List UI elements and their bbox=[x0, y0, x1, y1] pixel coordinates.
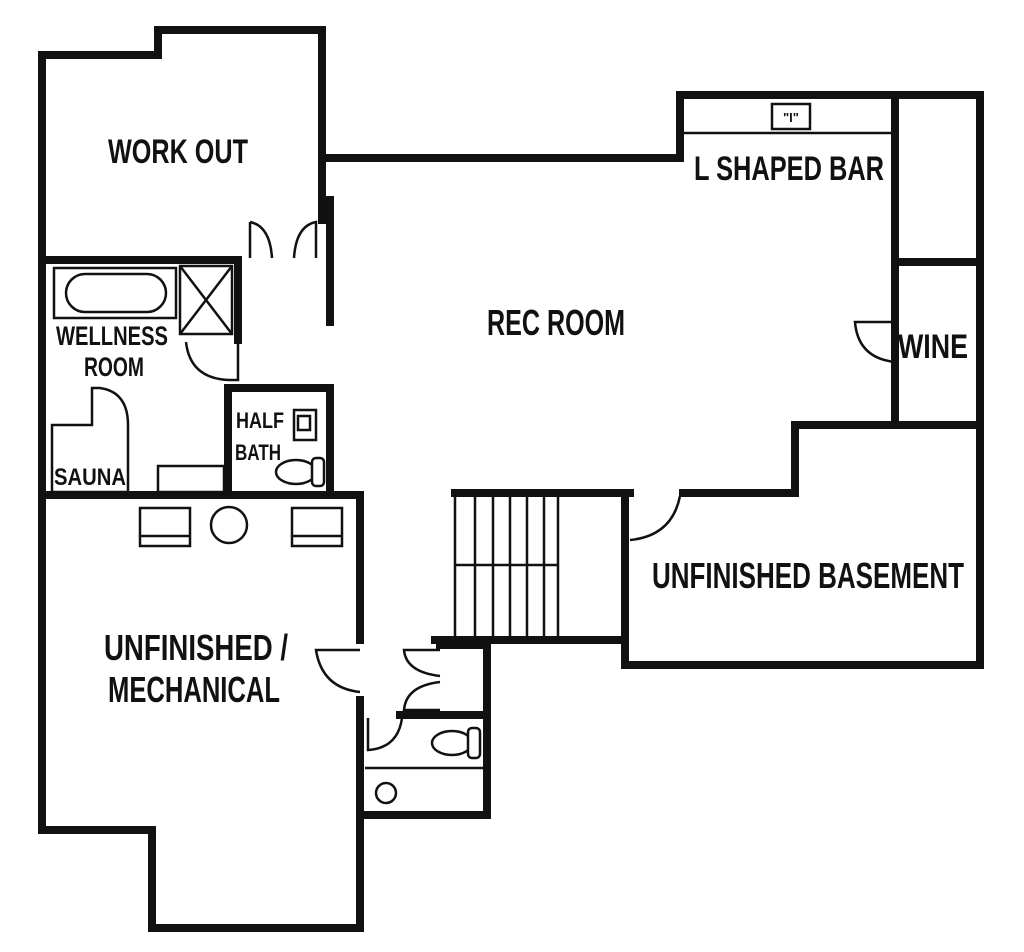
mechanical-top-wall bbox=[38, 491, 364, 644]
half-bath-toilet-bowl bbox=[274, 458, 318, 486]
sauna-bench bbox=[156, 464, 226, 494]
doors bbox=[184, 220, 896, 752]
room-labels: WORK OUT L SHAPED BAR REC ROOM WELLNESS … bbox=[54, 133, 968, 710]
closet-door-bottom bbox=[402, 680, 441, 712]
label-half-bath-line1: HALF bbox=[236, 408, 284, 433]
label-work-out: WORK OUT bbox=[108, 133, 248, 171]
bar-sink bbox=[770, 102, 812, 131]
stairs bbox=[453, 497, 560, 637]
bathtub-basin bbox=[64, 272, 168, 314]
bath-sink bbox=[374, 781, 398, 805]
left-outer-wall bbox=[38, 51, 491, 932]
label-wellness-line1: WELLNESS bbox=[56, 321, 168, 351]
sauna-enclosure bbox=[50, 386, 130, 494]
wine-door bbox=[853, 320, 896, 364]
bath-toilet-bowl bbox=[430, 729, 474, 757]
label-sauna: SAUNA bbox=[54, 464, 126, 491]
half-bath-toilet-tank bbox=[310, 456, 326, 488]
label-l-shaped-bar: L SHAPED BAR bbox=[694, 150, 884, 188]
label-wellness-line2: ROOM bbox=[84, 352, 144, 382]
workout-door-right bbox=[292, 220, 318, 259]
shower-x2 bbox=[179, 265, 233, 335]
label-mechanical-line2: MECHANICAL bbox=[108, 669, 280, 710]
rec-room-right-wall bbox=[679, 91, 899, 497]
mechanical-unit-left bbox=[138, 506, 192, 548]
workout-door-left bbox=[248, 220, 274, 259]
label-half-bath-line2: BATH bbox=[235, 440, 281, 465]
wellness-door bbox=[184, 340, 240, 382]
label-mechanical-line1: UNFINISHED / bbox=[104, 627, 288, 668]
mechanical-door bbox=[314, 648, 361, 694]
half-bath-sink-basin bbox=[296, 414, 312, 432]
mechanical-unit-right bbox=[290, 506, 344, 548]
bath-toilet-tank bbox=[466, 726, 482, 760]
half-bath-walls bbox=[226, 384, 334, 497]
closet-door-top bbox=[402, 648, 441, 678]
interior-walls bbox=[38, 154, 491, 819]
bar-sink-mark: "I" bbox=[783, 110, 799, 125]
label-unfinished-basement: UNFINISHED BASEMENT bbox=[652, 555, 964, 596]
label-wine: WINE bbox=[898, 328, 968, 366]
basement-door bbox=[629, 495, 682, 542]
label-rec-room: REC ROOM bbox=[487, 302, 625, 343]
exterior-walls bbox=[38, 26, 984, 932]
top-left-wall bbox=[38, 26, 984, 669]
bath-door bbox=[366, 717, 404, 752]
water-heater bbox=[209, 505, 249, 545]
fixtures: "I" bbox=[50, 102, 893, 805]
